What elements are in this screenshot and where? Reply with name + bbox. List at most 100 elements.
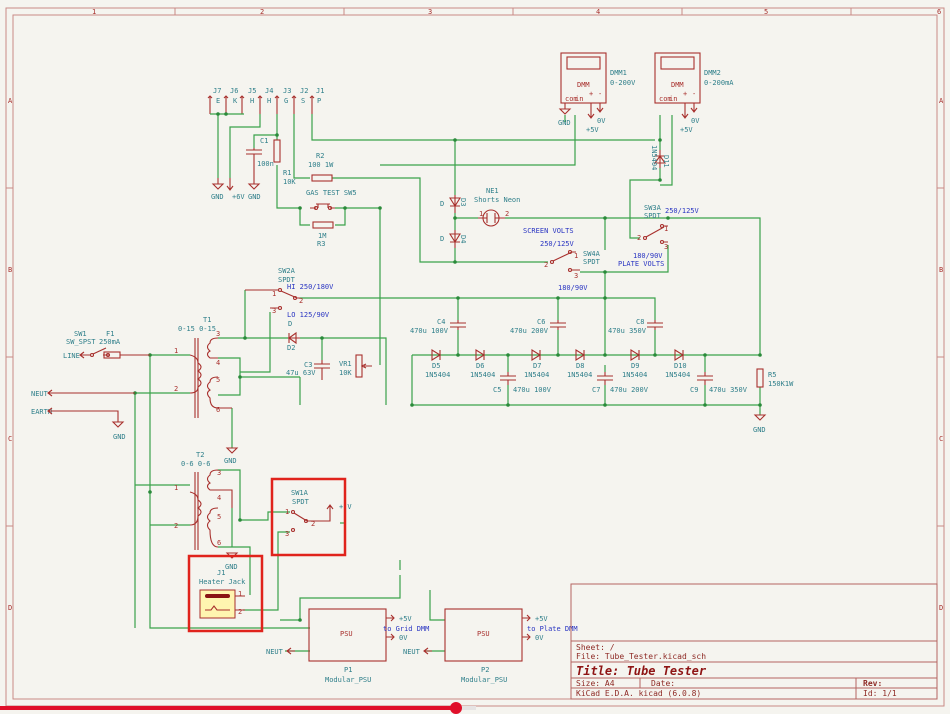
svg-text:SW1A: SW1A [291, 489, 309, 497]
svg-text:+: + [589, 90, 593, 98]
svg-text:D4: D4 [459, 235, 467, 243]
svg-text:100 1W: 100 1W [308, 161, 334, 169]
transformer-t1[interactable]: T1 0-15 0-15 1 2 3 4 5 6 GND [174, 316, 239, 465]
connector-j7[interactable]: J7 E [207, 87, 221, 114]
frame-row-d-right: D [939, 604, 943, 612]
svg-text:H: H [267, 97, 271, 105]
svg-text:180/90V: 180/90V [633, 252, 663, 260]
connector-j2[interactable]: J2 S [291, 87, 308, 114]
resistor-r1[interactable]: R1 10K [273, 139, 296, 186]
switch-sw2a[interactable]: SW2A SPDT HI 250/180V LO 125/90V 1 2 3 [245, 267, 334, 319]
heater-jack-j1[interactable]: J1 Heater Jack 1 2 [187, 554, 264, 633]
diode-d4[interactable]: D D4 [440, 230, 467, 248]
svg-text:E: E [216, 97, 220, 105]
transformer-t2[interactable]: T2 0-6 0-6 1 2 3 4 5 6 GND [174, 451, 239, 571]
svg-text:DMM: DMM [671, 81, 684, 89]
sheet-frame: 1 2 3 4 5 6 A B C D A B C D [5, 7, 945, 707]
fuse-f1[interactable]: F1 250mA [99, 330, 150, 359]
potentiometer-vr1[interactable]: VR1 10K [339, 354, 372, 378]
svg-text:to Plate DMM: to Plate DMM [527, 625, 578, 633]
svg-text:SPDT: SPDT [644, 212, 662, 220]
diode-d3[interactable]: D D3 [440, 195, 467, 213]
title-block: Sheet: / File: Tube_Tester.kicad_sch Tit… [570, 583, 938, 700]
svg-text:0-6 0-6: 0-6 0-6 [181, 460, 211, 468]
diode-d9[interactable]: D9 1N5404 [622, 349, 647, 379]
svg-text:in: in [669, 95, 677, 103]
svg-text:250mA: 250mA [99, 338, 121, 346]
capacitor-c3[interactable]: C3 47u 63V [286, 360, 330, 380]
switch-sw5-gas-test[interactable]: GAS TEST SW5 [306, 189, 357, 211]
svg-text:NEUT: NEUT [266, 648, 284, 656]
video-progress-bar[interactable] [0, 702, 950, 714]
svg-text:P2: P2 [481, 666, 489, 674]
switch-sw1[interactable]: SW1 SW_SPST [66, 330, 111, 358]
tb-rev: Rev: [863, 679, 882, 688]
svg-text:LO 125/90V: LO 125/90V [287, 311, 330, 319]
connector-j5[interactable]: J5 H [239, 87, 256, 114]
meter-dmm1[interactable]: DMM com in + - DMM1 0-200V GND 0V +5V [558, 52, 636, 134]
connector-j4[interactable]: J4 H [257, 87, 273, 114]
capacitor-c5[interactable]: C5 470u 100V [493, 372, 552, 394]
tb-id: Id: 1/1 [863, 689, 897, 698]
capacitor-c4[interactable]: C4 470u 100V [410, 318, 466, 335]
frame-row-b-right: B [939, 266, 943, 274]
switch-sw1a[interactable]: SW1A SPDT + V 1 2 3 [270, 477, 352, 557]
diode-d10[interactable]: D10 1N5404 [665, 349, 690, 379]
connector-j1[interactable]: J1 P [309, 87, 324, 114]
svg-text:0-15 0-15: 0-15 0-15 [178, 325, 216, 333]
meter-dmm2[interactable]: DMM com in + - DMM2 0-200mA 0V +5V [654, 52, 734, 134]
svg-text:D6: D6 [476, 362, 484, 370]
capacitor-c7[interactable]: C7 470u 200V [592, 372, 649, 394]
svg-text:R1: R1 [283, 169, 291, 177]
resistor-r2[interactable]: R2 100 1W [308, 152, 334, 182]
diode-d8[interactable]: D8 1N5404 [567, 349, 592, 379]
power-symbols-top: GND +6V GND [211, 160, 261, 201]
psu-p1[interactable]: PSU P1 Modular_PSU +5V to Grid DMM 0V NE… [266, 608, 429, 684]
svg-text:1: 1 [174, 484, 178, 492]
resistor-r3[interactable]: 1M R3 [312, 221, 334, 248]
tube-socket-connectors[interactable]: J7 E J6 K J5 H J4 H J3 G J2 S [207, 87, 324, 114]
connector-j3[interactable]: J3 G [274, 87, 291, 114]
svg-text:2: 2 [174, 522, 178, 530]
svg-text:D10: D10 [674, 362, 687, 370]
psu-p2[interactable]: PSU P2 Modular_PSU +5V to Plate DMM 0V N… [403, 608, 578, 684]
switch-sw4a[interactable]: SW4A SPDT SCREEN VOLTS 250/125V 180/90V … [523, 227, 601, 292]
svg-text:C8: C8 [636, 318, 644, 326]
svg-text:2: 2 [544, 261, 548, 269]
capacitor-c6[interactable]: C6 470u 200V [510, 318, 566, 335]
frame-row-d: D [8, 604, 12, 612]
svg-text:1N5404: 1N5404 [650, 145, 658, 170]
svg-text:to Grid DMM: to Grid DMM [383, 625, 429, 633]
svg-text:D8: D8 [576, 362, 584, 370]
tb-sheet: Sheet: / [576, 643, 615, 652]
capacitor-c8[interactable]: C8 470u 350V [608, 318, 663, 335]
diode-d6[interactable]: D6 1N5404 [470, 349, 495, 379]
resistor-r5[interactable]: R5 150K1W GND [753, 368, 794, 434]
frame-row-c: C [8, 435, 12, 443]
wires [134, 113, 761, 652]
svg-text:2: 2 [637, 234, 641, 242]
diode-d2[interactable]: D D2 [287, 320, 300, 352]
capacitor-c9[interactable]: C9 470u 350V [690, 372, 748, 394]
svg-text:PSU: PSU [340, 630, 353, 638]
svg-text:SPDT: SPDT [292, 498, 310, 506]
switch-sw3a[interactable]: SW3A SPDT 250/125V 180/90V PLATE VOLTS 2… [618, 204, 700, 268]
svg-text:1: 1 [285, 508, 289, 516]
svg-text:GND: GND [753, 426, 766, 434]
diode-d5[interactable]: D5 1N5404 [425, 349, 450, 379]
diode-d7[interactable]: D7 1N5404 [524, 349, 549, 379]
svg-text:DMM1: DMM1 [610, 69, 627, 77]
connector-j6[interactable]: J6 K [223, 87, 238, 114]
frame-col-5: 5 [764, 8, 768, 16]
neon-lamp-ne1[interactable]: NE1 Shorts Neon 1 2 [474, 187, 520, 227]
gnd-label: GND [211, 193, 224, 201]
svg-text:1N5404: 1N5404 [524, 371, 549, 379]
svg-text:3: 3 [217, 469, 221, 477]
capacitor-c1[interactable]: C1 100n [246, 137, 274, 168]
svg-text:T2: T2 [196, 451, 204, 459]
progress-scrubber-handle[interactable] [450, 702, 462, 714]
svg-text:J6: J6 [230, 87, 238, 95]
diode-d11[interactable]: 1N5404 D11 [650, 145, 670, 170]
svg-text:SW_SPST: SW_SPST [66, 338, 96, 346]
